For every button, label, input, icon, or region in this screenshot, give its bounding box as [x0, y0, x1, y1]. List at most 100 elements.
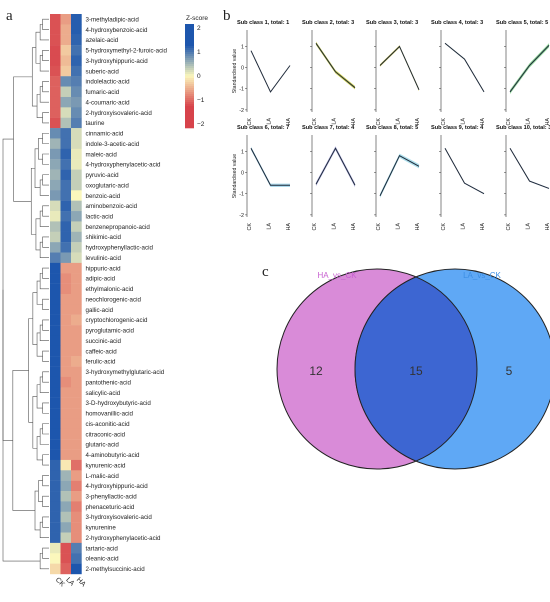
heatmap-cell — [71, 345, 82, 357]
heatmap-cell — [50, 117, 61, 129]
legend-swatch — [185, 100, 194, 103]
subclass-title: Sub class 1, total: 1 — [237, 20, 289, 26]
heatmap-cell — [50, 65, 61, 77]
subclass-title: Sub class 10, total: 3 — [496, 125, 550, 131]
heatmap-cell — [71, 231, 82, 243]
heatmap-row-label: 2-hydroxyisovaleric-acid — [86, 110, 153, 117]
subclass-title: Sub class 5, total: 5 — [496, 20, 548, 26]
legend-swatch — [185, 24, 194, 27]
dendrogram-branch — [36, 280, 43, 305]
heatmap-cell — [50, 148, 61, 160]
panel-a-label: a — [6, 8, 13, 24]
heatmap-row-label: suberic-acid — [86, 68, 120, 75]
legend-swatch — [185, 110, 194, 113]
legend-swatch — [185, 66, 194, 69]
heatmap-row-label: gallic-acid — [86, 307, 114, 314]
heatmap-cell — [50, 45, 61, 56]
heatmap-row-label: 3-phenyllactic-acid — [86, 494, 138, 501]
x-tick-label: LA — [461, 223, 467, 230]
heatmap-column-label: HA — [75, 576, 87, 588]
legend-swatch — [185, 68, 194, 71]
dendrogram-branch — [39, 521, 49, 539]
heatmap-cell — [60, 14, 72, 25]
legend-swatch — [185, 114, 194, 117]
heatmap-cell — [71, 376, 82, 388]
legend-swatch — [185, 112, 194, 115]
heatmap-row-label: benzenepropanoic-acid — [86, 224, 151, 231]
legend-tick-label: −2 — [197, 121, 205, 128]
heatmap-cell — [50, 325, 61, 336]
heatmap-cell — [60, 418, 72, 430]
dendrogram-branch — [35, 31, 41, 64]
x-tick-label: CK — [441, 223, 447, 231]
heatmap-row-label: citraconic-acid — [86, 431, 126, 438]
heatmap-cell — [50, 387, 61, 398]
heatmap-cell — [60, 563, 72, 575]
subclass-title: Sub class 9, total: 4 — [431, 125, 484, 131]
subclass-mean-line — [509, 45, 550, 93]
legend-swatch — [185, 40, 194, 43]
heatmap-row-label: indolelactic-acid — [86, 79, 131, 86]
heatmap-cell — [60, 179, 72, 191]
heatmap-cell — [71, 76, 82, 87]
legend-swatch — [185, 102, 194, 105]
heatmap-cell — [60, 96, 72, 108]
heatmap-row-label: 4-hydroxybenzoic-acid — [86, 27, 148, 34]
legend-swatch — [185, 36, 194, 39]
heatmap-cell — [71, 221, 82, 232]
heatmap-cell — [50, 491, 61, 502]
heatmap-row-label: caffeic-acid — [86, 348, 118, 355]
heatmap-cell — [71, 96, 82, 108]
heatmap-row-label: shikimic-acid — [86, 234, 122, 241]
heatmap-cell — [50, 294, 61, 305]
heatmap-panel: a 3-methyladipic-acid4-hydroxybenzoic-ac… — [2, 8, 208, 589]
legend-swatch — [185, 42, 194, 45]
heatmap-cell — [50, 532, 61, 544]
x-tick-label: LA — [332, 118, 338, 125]
heatmap-cell — [50, 553, 61, 564]
heatmap-row-label: 4-hydroxyhippuric-acid — [86, 483, 149, 490]
y-axis-label: Standardised value — [232, 154, 238, 199]
subclass-title: Sub class 6, total: 7 — [237, 125, 289, 131]
heatmap-cell — [60, 169, 72, 181]
dendrogram-branch — [39, 428, 49, 445]
x-tick-label: HA — [351, 223, 357, 231]
heatmap-row-label: azelaic-acid — [86, 37, 119, 44]
x-tick-label: CK — [376, 223, 382, 231]
plot-area — [441, 135, 488, 217]
heatmap-cell — [71, 14, 82, 25]
legend-swatch — [185, 78, 194, 81]
panel-b-label: b — [223, 8, 231, 24]
legend-swatch — [185, 60, 194, 63]
heatmap-cell — [60, 55, 72, 67]
dendrogram-branch — [2, 138, 14, 441]
dendrogram-branch — [34, 490, 41, 531]
heatmap-cell — [60, 24, 72, 35]
legend-swatch — [185, 96, 194, 99]
dendrogram-branch — [39, 324, 49, 341]
heatmap-cell — [50, 14, 61, 25]
venn-left-only-count: 12 — [309, 364, 323, 378]
heatmap-cell — [71, 553, 82, 564]
legend-swatch — [185, 26, 194, 29]
legend-swatch — [185, 84, 194, 87]
legend-swatch — [185, 86, 194, 89]
heatmap-cell — [71, 470, 82, 481]
x-tick-label: HA — [415, 223, 421, 231]
heatmap-cell — [50, 242, 61, 253]
dendrogram-branch — [42, 132, 49, 144]
venn-set-left-label: HA_vs_CK — [317, 271, 357, 280]
heatmap-cell — [71, 366, 82, 378]
subclass-mean-line — [444, 148, 485, 195]
dendrogram-branch — [39, 552, 49, 570]
legend-title: Z-score — [186, 15, 208, 22]
heatmap-row-label: 3-D-hydroxybutyric-acid — [86, 400, 152, 407]
dendrogram-branch — [42, 475, 49, 487]
heatmap-cell — [50, 107, 61, 118]
heatmap-row-label: hippuric-acid — [86, 265, 122, 272]
heatmap-cell — [60, 273, 72, 284]
